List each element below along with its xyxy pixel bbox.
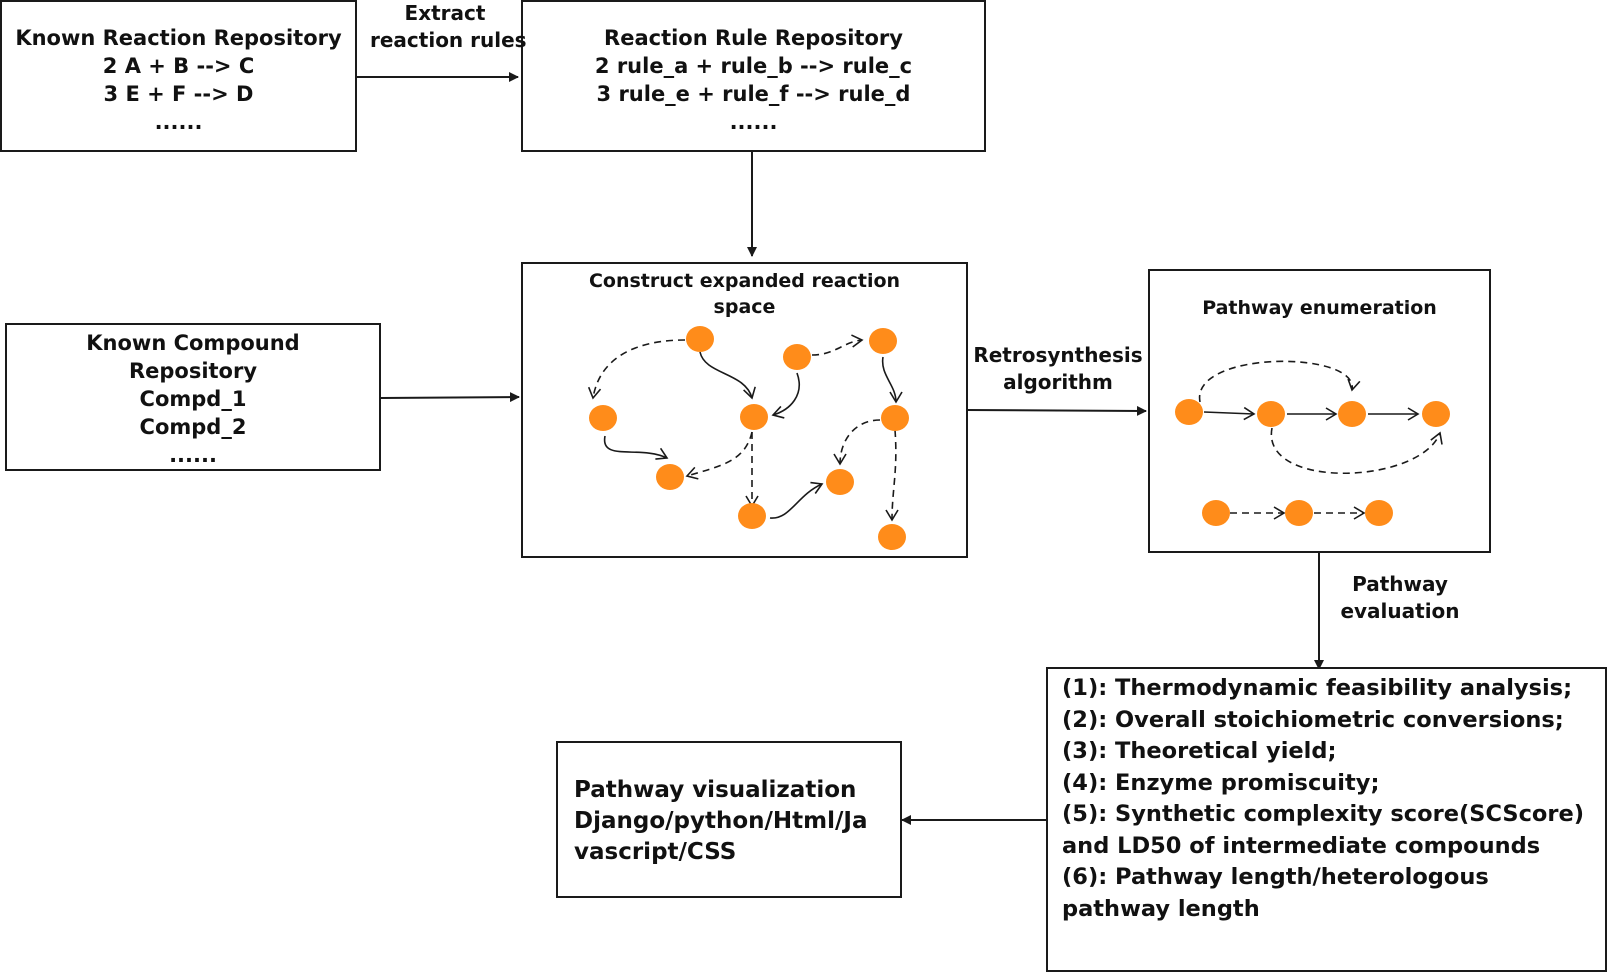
compound-node <box>738 503 766 529</box>
visualization-line: vascript/CSS <box>574 839 737 865</box>
edge <box>811 334 864 356</box>
criterion-line: (5): Synthetic complexity score(SCScore) <box>1062 801 1585 827</box>
pathway-node <box>1365 500 1393 526</box>
pathway-node <box>1285 500 1313 526</box>
edge <box>699 351 756 400</box>
flow-arrows <box>356 72 1324 825</box>
pathway-enumeration-box: Pathway enumeration <box>1148 269 1491 553</box>
retrosynthesis-label: Retrosynthesis algorithm <box>973 343 1143 394</box>
compound-line: Compd_2 <box>139 415 247 439</box>
criterion-line: (6): Pathway length/heterologous <box>1062 864 1489 890</box>
edge <box>587 339 686 400</box>
edge <box>881 356 903 404</box>
criterion-line: (4): Enzyme promiscuity; <box>1062 769 1380 796</box>
compound-node <box>656 464 684 490</box>
expanded-space-edges <box>587 334 903 522</box>
box-title: Known Reaction Repository <box>15 26 342 50</box>
pathway-node <box>1257 401 1285 427</box>
compound-node <box>869 328 897 354</box>
expanded-reaction-space-box: Construct expanded reaction space <box>521 262 968 558</box>
pathway-evaluation-label: Pathway evaluation <box>1340 572 1460 623</box>
compound-node <box>589 405 617 431</box>
edge <box>771 372 800 419</box>
box-title: Pathway enumeration <box>1202 297 1437 319</box>
arrow-retrosynthesis <box>965 405 1147 416</box>
visualization-line: Django/python/Html/Ja <box>574 808 868 834</box>
box-title: Reaction Rule Repository <box>604 26 903 50</box>
rule-line: 2 rule_a + rule_b --> rule_c <box>594 54 913 78</box>
box-title-line: Known Compound <box>86 331 300 355</box>
compound-node <box>826 469 854 495</box>
criterion-line: (2): Overall stoichiometric conversions; <box>1062 706 1564 733</box>
compound-line: ...... <box>169 443 217 467</box>
compound-node <box>740 404 768 430</box>
compound-node <box>783 344 811 370</box>
edge <box>833 419 881 466</box>
criterion-line: (3): Theoretical yield; <box>1062 738 1337 764</box>
edge <box>685 431 753 480</box>
enumeration-edges <box>1199 360 1443 520</box>
rule-line: ...... <box>729 110 778 134</box>
compound-node <box>686 326 714 352</box>
reaction-line: 3 E + F --> D <box>103 82 254 106</box>
criterion-line: pathway length <box>1062 895 1260 922</box>
pathway-node <box>1175 399 1203 425</box>
reaction-line: ...... <box>154 110 203 134</box>
criterion-line: and LD50 of intermediate compounds <box>1062 832 1541 859</box>
evaluation-criteria-box: (1): Thermodynamic feasibility analysis;… <box>1046 667 1607 972</box>
known-compound-repository-box: Known Compound Repository Compd_1 Compd_… <box>5 323 381 471</box>
edge <box>1270 427 1443 474</box>
expanded-space-nodes <box>589 326 909 550</box>
reaction-line: 2 A + B --> C <box>102 54 255 78</box>
reaction-rule-repository-box: Reaction Rule Repository 2 rule_a + rule… <box>521 0 986 152</box>
extract-rules-label: Extract reaction rules <box>370 1 527 52</box>
edge <box>603 435 669 460</box>
pathway-node <box>1338 401 1366 427</box>
pathway-node <box>1202 500 1230 526</box>
criterion-line: (1): Thermodynamic feasibility analysis; <box>1062 675 1573 701</box>
edge <box>1199 360 1361 403</box>
known-reaction-repository-box: Known Reaction Repository 2 A + B --> C … <box>0 0 357 152</box>
compound-node <box>878 524 906 550</box>
enumeration-nodes <box>1175 399 1450 526</box>
edge <box>1203 406 1256 421</box>
rule-line: 3 rule_e + rule_f --> rule_d <box>596 82 911 106</box>
box-title: Construct expanded reaction space <box>588 270 901 318</box>
box-title-line: Repository <box>128 359 258 383</box>
visualization-line: Pathway visualization <box>574 777 857 803</box>
compound-node <box>881 405 909 431</box>
pathway-node <box>1422 401 1450 427</box>
edge <box>769 481 824 519</box>
pathway-visualization-box: Pathway visualization Django/python/Html… <box>556 741 902 898</box>
arrow-compounds-to-space <box>379 392 520 403</box>
edge <box>885 429 899 522</box>
compound-line: Compd_1 <box>139 387 247 411</box>
